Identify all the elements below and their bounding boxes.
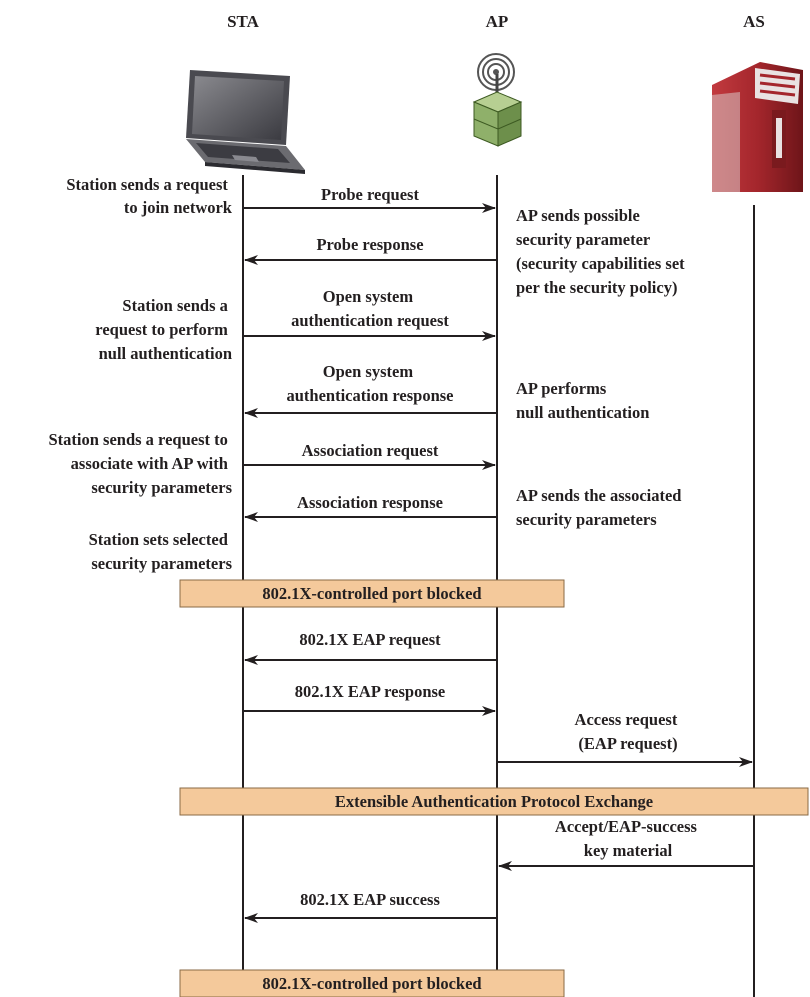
band-port-blocked-1 <box>179 579 565 608</box>
server-tower-icon <box>712 62 803 192</box>
label-access-request: Access request (EAP request) <box>575 710 682 753</box>
note-right-associated-params: AP sends the associated security paramet… <box>516 486 686 529</box>
label-open-auth-response: Open system authentication response <box>287 362 454 405</box>
band-port-blocked-1-label: 802.1X-controlled port blocked <box>262 584 481 603</box>
band-port-blocked-2-label: 802.1X-controlled port blocked <box>262 974 481 993</box>
label-association-response: Association response <box>297 493 443 512</box>
note-left-null-auth: Station sends a request to perform null … <box>95 296 232 363</box>
band-eap-exchange-label: Extensible Authentication Protocol Excha… <box>335 792 653 811</box>
label-eap-request: 802.1X EAP request <box>299 630 441 649</box>
header-ap: AP <box>486 12 509 31</box>
header-sta: STA <box>227 12 260 31</box>
label-association-request: Association request <box>302 441 439 460</box>
band-eap-exchange <box>179 787 809 816</box>
note-right-security-params: AP sends possible security parameter (se… <box>516 206 689 297</box>
label-open-auth-request: Open system authentication request <box>291 287 449 330</box>
note-left-selected-params: Station sets selected security parameter… <box>89 530 233 573</box>
note-left-associate: Station sends a request to associate wit… <box>48 430 232 497</box>
label-eap-success: 802.1X EAP success <box>300 890 440 909</box>
label-probe-response: Probe response <box>316 235 423 254</box>
label-probe-request: Probe request <box>321 185 419 204</box>
wireless-access-point-icon <box>472 53 523 147</box>
note-left-join: Station sends a request to join network <box>66 175 232 217</box>
band-port-blocked-2 <box>179 969 565 997</box>
label-accept-eap-success: Accept/EAP-success key material <box>555 817 701 860</box>
label-eap-response: 802.1X EAP response <box>295 682 446 701</box>
note-right-null-auth: AP performs null authentication <box>516 379 649 422</box>
header-as: AS <box>743 12 765 31</box>
laptop-icon <box>186 70 305 174</box>
